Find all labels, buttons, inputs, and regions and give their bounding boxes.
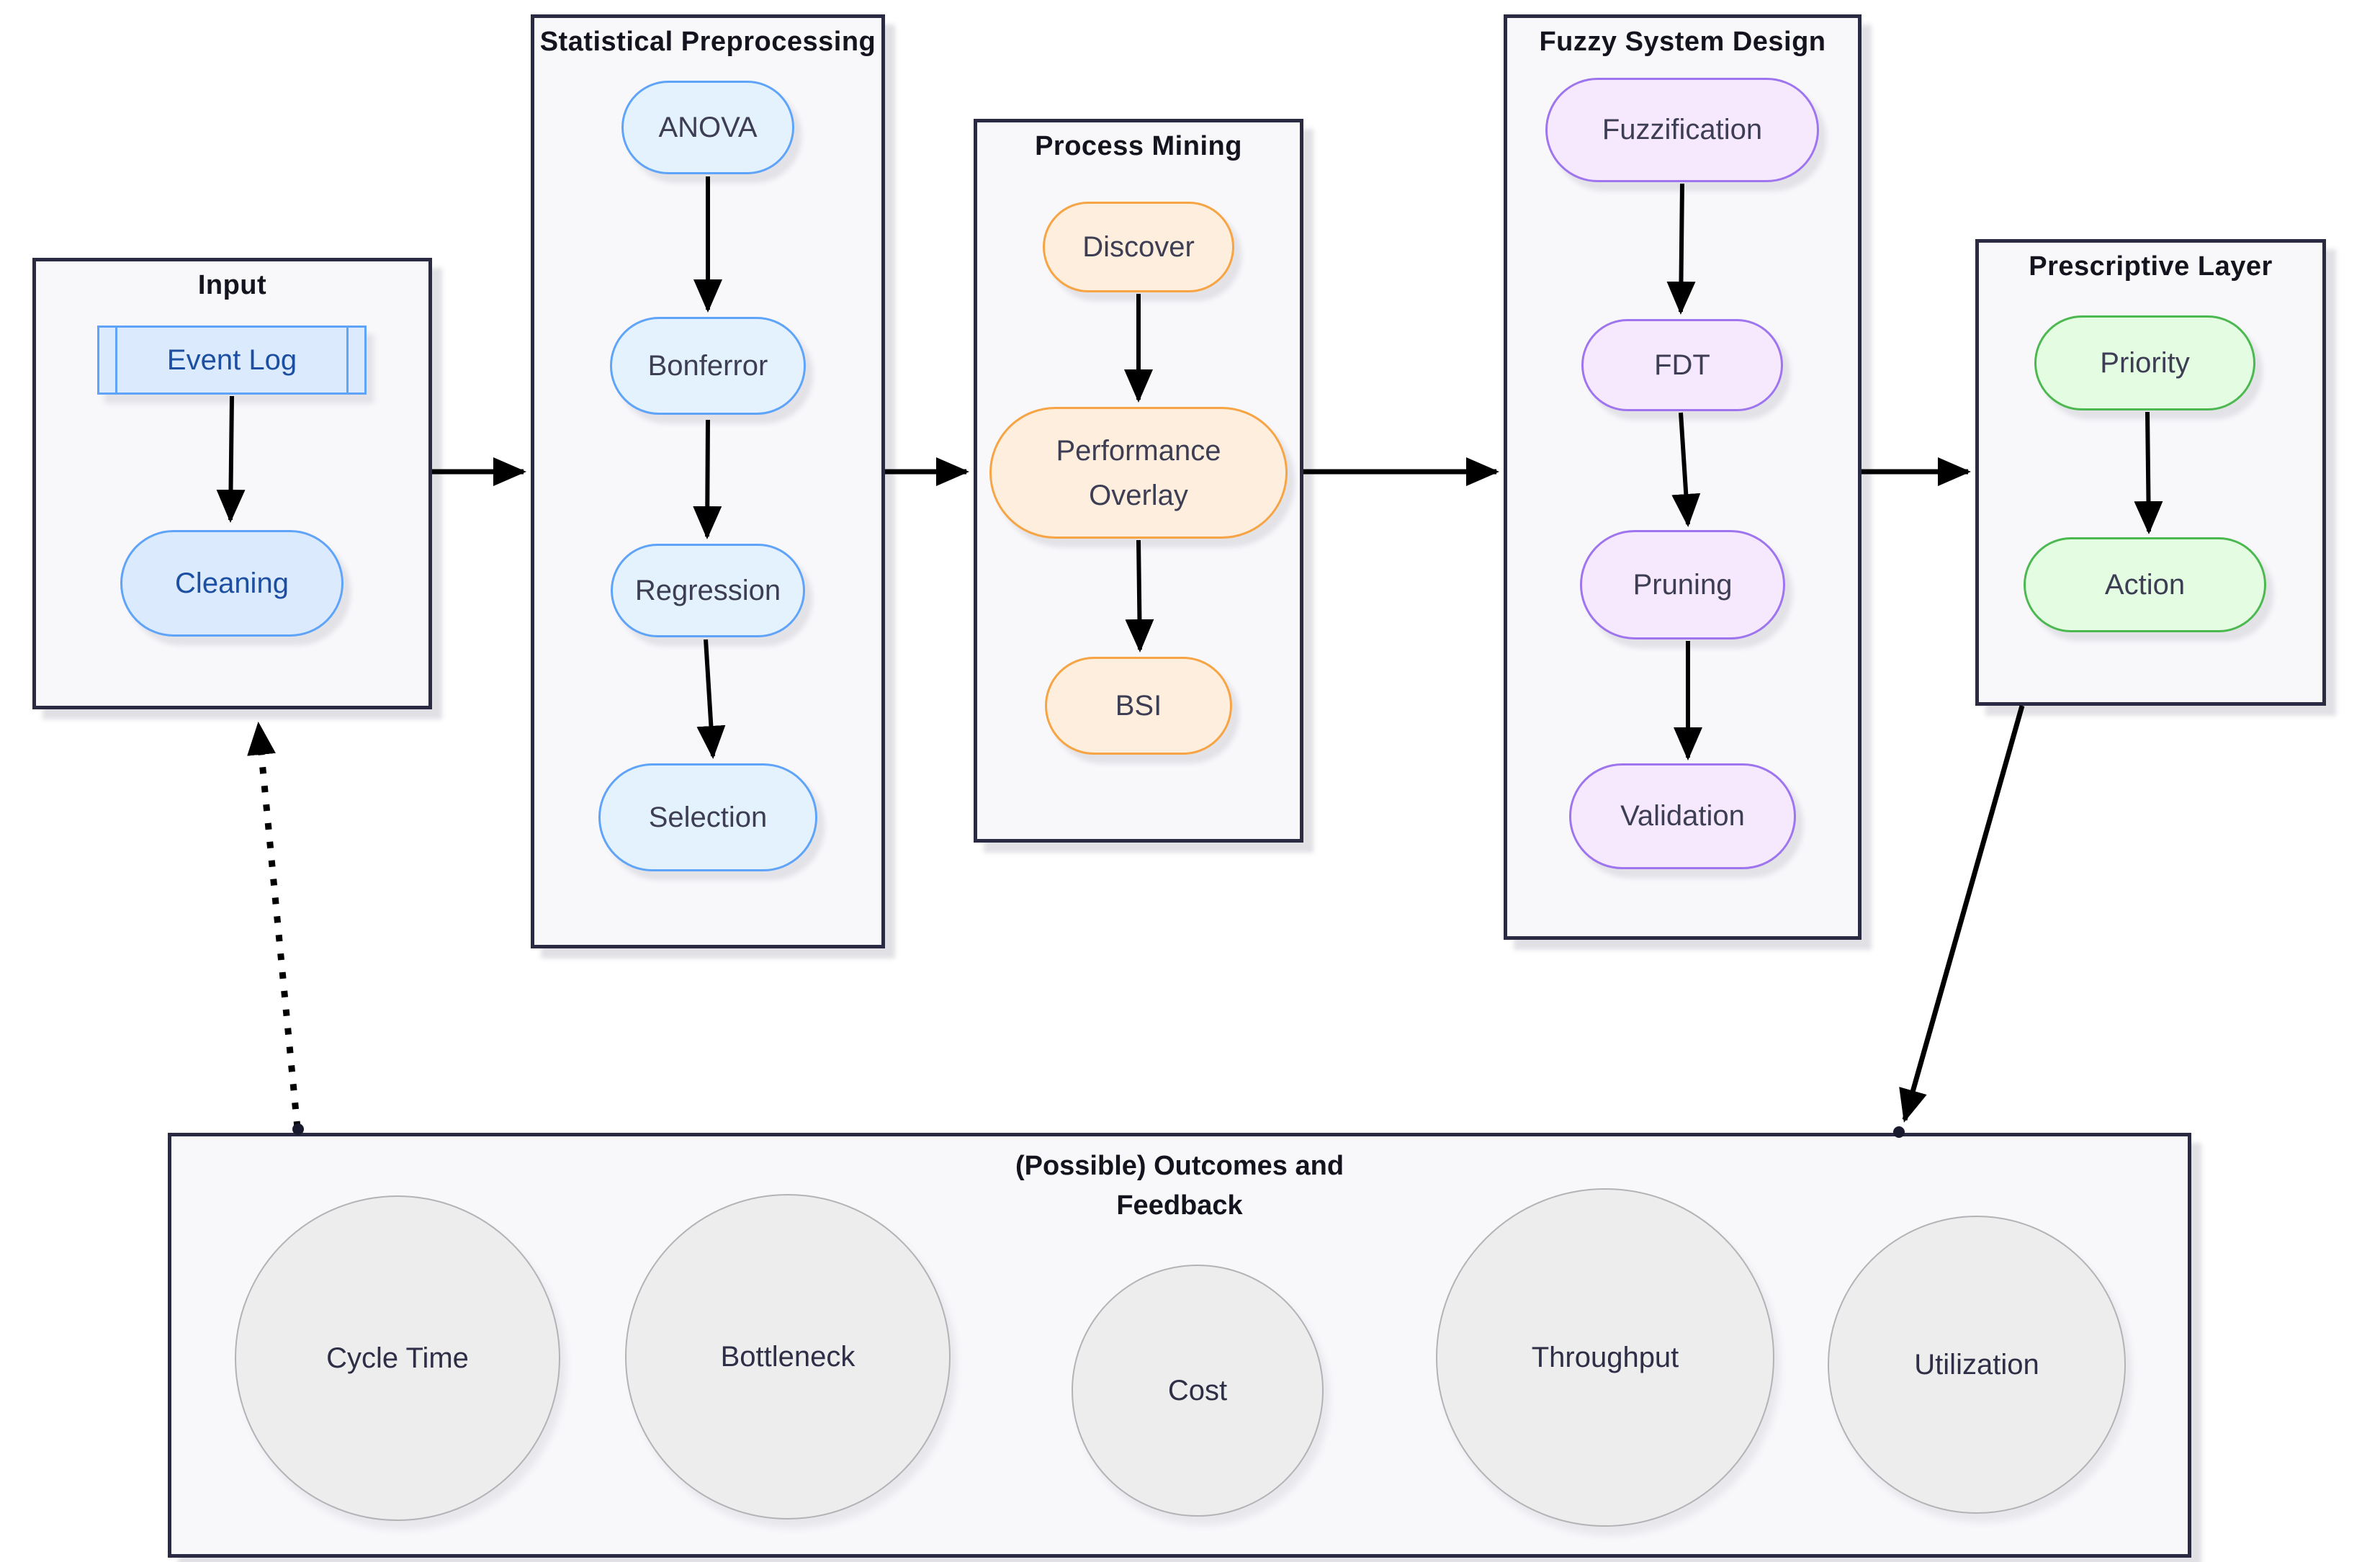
outcomes-title-line2: Feedback [1116, 1190, 1243, 1221]
node-cleaning: Cleaning [120, 530, 343, 637]
node-fdt: FDT [1581, 319, 1783, 411]
subroutine-line-left [115, 328, 117, 392]
node-performance-overlay-label: Performance Overlay [1056, 434, 1221, 511]
node-anova-label: ANOVA [658, 111, 758, 143]
edge-prescriptive-to-outcomes [1899, 705, 2025, 1123]
subroutine-line-right [346, 328, 349, 392]
node-selection-label: Selection [648, 801, 768, 833]
circle-bottleneck: Bottleneck [625, 1194, 951, 1520]
node-anova: ANOVA [621, 81, 794, 174]
node-cleaning-label: Cleaning [175, 567, 289, 599]
node-action-label: Action [2104, 568, 2186, 601]
cluster-fuzzy-system-design-title: Fuzzy System Design [1539, 27, 1826, 57]
node-discover: Discover [1043, 202, 1234, 292]
node-event-log: Event Log [97, 326, 367, 395]
circle-bottleneck-label: Bottleneck [720, 1340, 856, 1373]
node-fuzzification-label: Fuzzification [1602, 114, 1763, 145]
node-validation-label: Validation [1620, 800, 1745, 832]
cluster-prescriptive-layer: Prescriptive Layer [1975, 239, 2326, 706]
outcomes-title-line1: (Possible) Outcomes and [1015, 1151, 1344, 1181]
cluster-input-title: Input [197, 270, 267, 300]
node-pruning-label: Pruning [1633, 568, 1733, 601]
node-action: Action [2024, 537, 2266, 632]
circle-utilization: Utilization [1828, 1216, 2126, 1514]
circle-cost: Cost [1072, 1265, 1324, 1517]
node-bsi: BSI [1045, 657, 1232, 755]
node-bsi-label: BSI [1115, 689, 1162, 722]
circle-cycle-time: Cycle Time [235, 1195, 560, 1521]
cluster-process-mining-title: Process Mining [1035, 131, 1242, 161]
node-regression-label: Regression [634, 574, 781, 606]
circle-throughput-label: Throughput [1531, 1341, 1679, 1373]
cluster-statistical-preprocessing-title: Statistical Preprocessing [539, 27, 876, 57]
node-discover-label: Discover [1082, 230, 1195, 263]
node-selection: Selection [598, 763, 817, 871]
cluster-prescriptive-layer-title: Prescriptive Layer [2029, 251, 2273, 282]
cluster-outcomes-title: (Possible) Outcomes and Feedback [171, 1146, 2188, 1226]
node-fuzzification: Fuzzification [1545, 78, 1819, 182]
circle-utilization-label: Utilization [1914, 1348, 2039, 1381]
node-bonferroni-label: Bonferror [647, 349, 768, 382]
node-priority-label: Priority [2100, 346, 2190, 379]
node-fdt-label: FDT [1654, 349, 1710, 381]
node-bonferroni: Bonferror [610, 317, 806, 415]
node-priority: Priority [2034, 315, 2255, 410]
circle-cycle-time-label: Cycle Time [326, 1342, 469, 1374]
node-event-log-label: Event Log [166, 344, 297, 376]
circle-cost-label: Cost [1167, 1374, 1228, 1406]
node-performance-overlay: Performance Overlay [989, 407, 1288, 539]
circle-throughput: Throughput [1436, 1188, 1774, 1527]
node-validation: Validation [1569, 763, 1796, 869]
edge-outcomes-feedback-to-input [247, 722, 301, 1128]
node-pruning: Pruning [1580, 530, 1785, 639]
node-regression: Regression [611, 544, 805, 637]
